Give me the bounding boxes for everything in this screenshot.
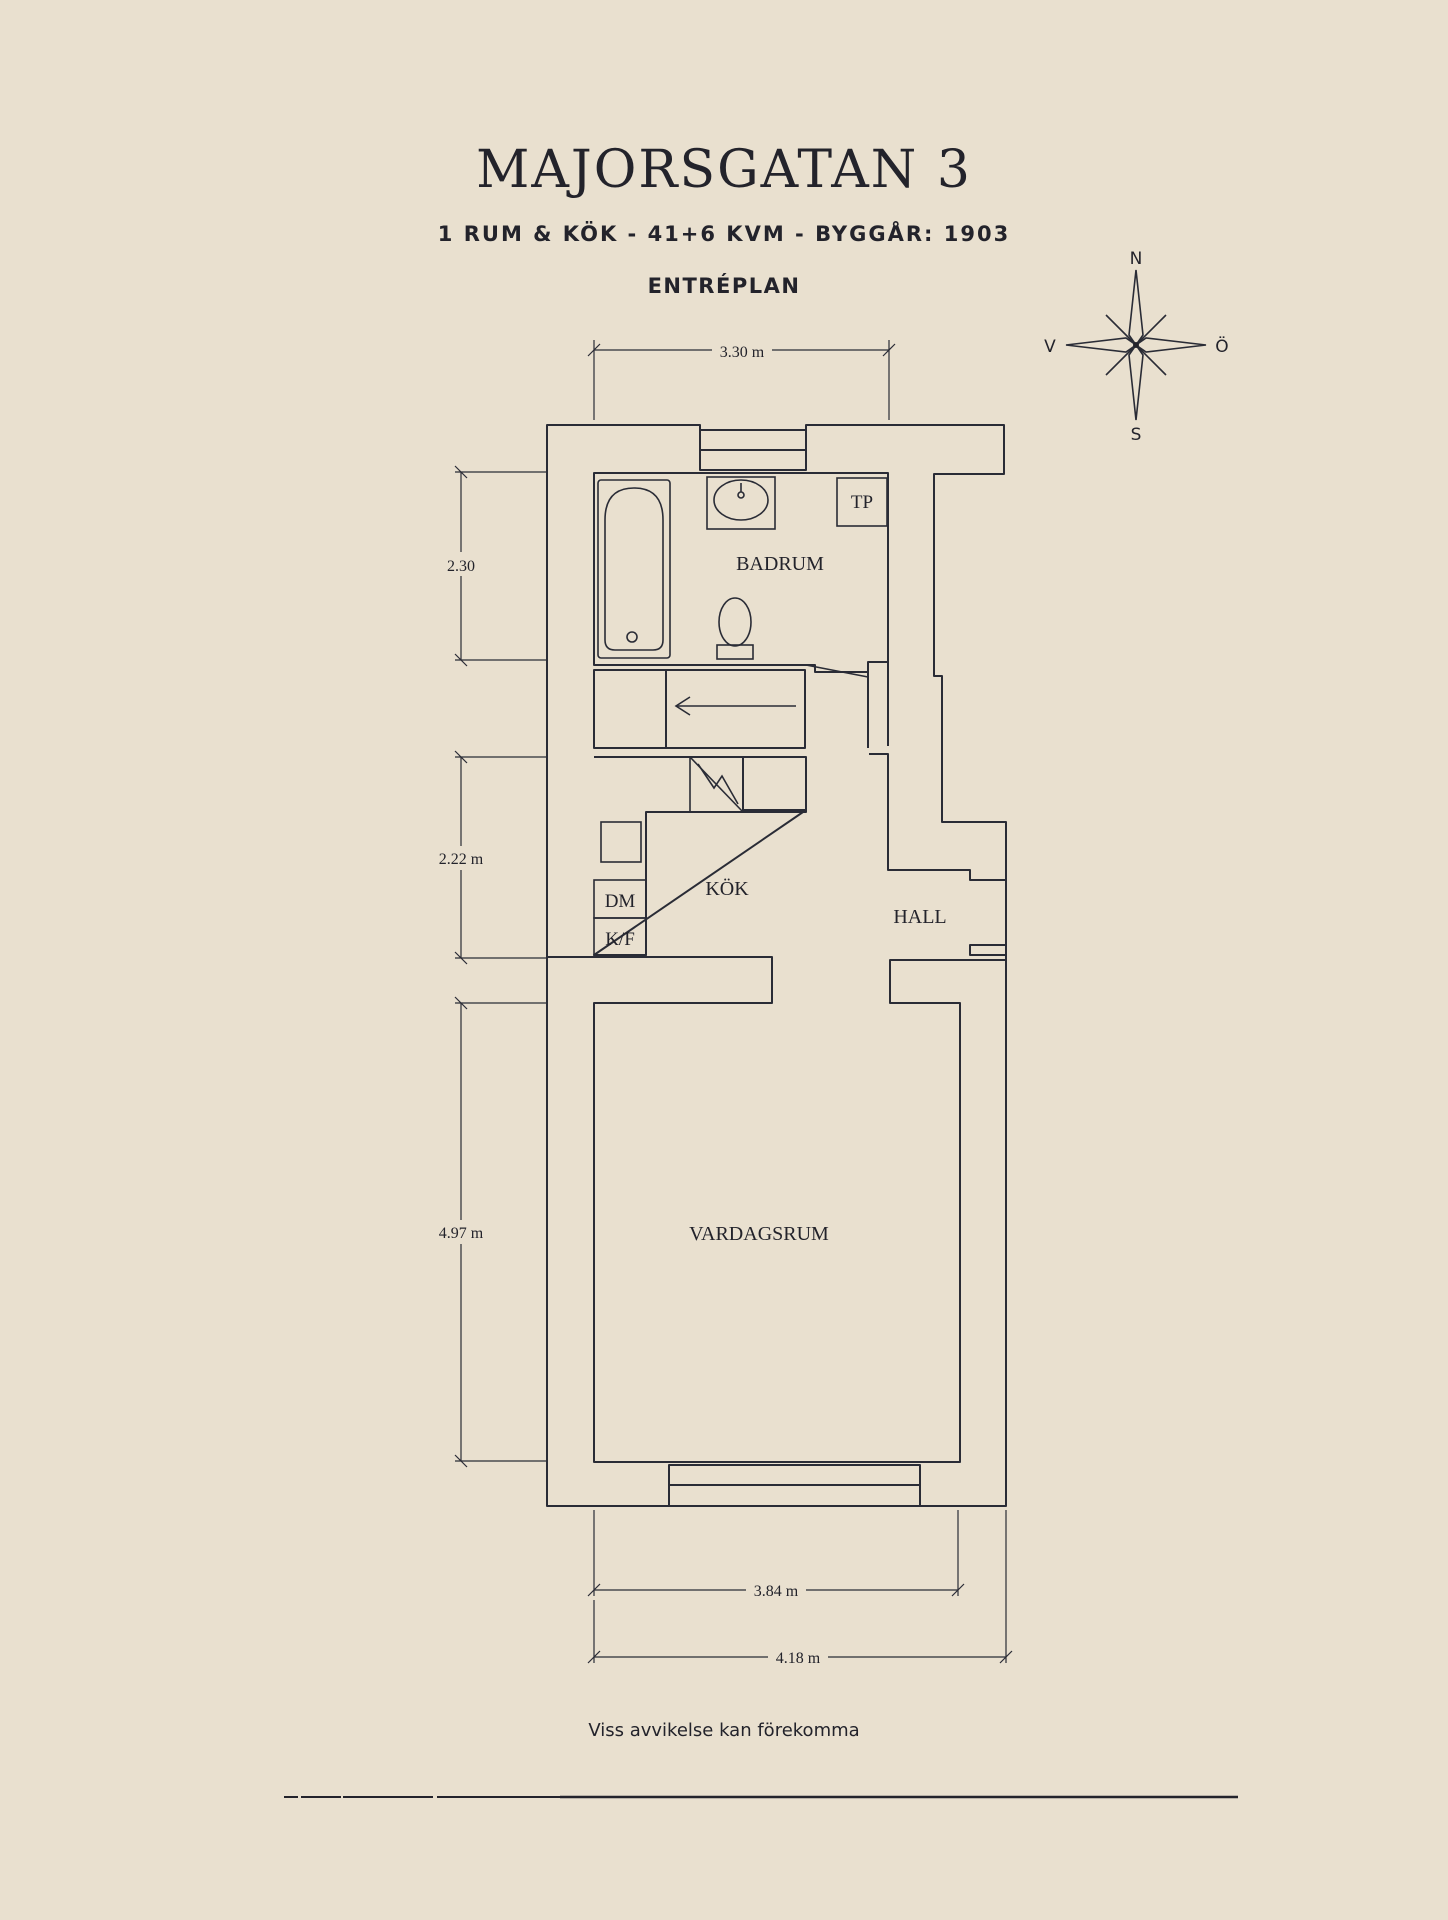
outer-wall — [546, 424, 1007, 1507]
compass-west-label: V — [1044, 337, 1056, 357]
property-summary: 1 RUM & KÖK - 41+6 KVM - BYGGÅR: 1903 — [437, 222, 1011, 246]
kitchen-sink-box — [600, 821, 642, 863]
bottom-window — [668, 1464, 921, 1507]
room-label-living-room: VARDAGSRUM — [689, 1223, 829, 1245]
compass-rose-icon — [1065, 269, 1207, 421]
top-window — [699, 429, 807, 471]
tp-box — [836, 477, 888, 527]
dimension-top-label: 3.30 m — [720, 344, 765, 361]
compass-south-label: S — [1131, 425, 1142, 445]
kf-box — [593, 917, 647, 956]
bathroom-door-swing — [805, 664, 869, 678]
dimension-living-label: 4.97 m — [439, 1225, 484, 1242]
dm-label: DM — [605, 891, 636, 912]
hall-door-notch — [969, 944, 1006, 956]
sink-icon — [706, 476, 776, 530]
bathtub-icon — [597, 479, 671, 659]
dimension-bathroom-label: 2.30 — [447, 558, 475, 575]
hall-wall — [869, 753, 1006, 881]
floor-level-label: ENTRÉPLAN — [647, 274, 801, 298]
compass-north-label: N — [1130, 249, 1143, 269]
compass-east-label: Ö — [1215, 335, 1228, 357]
room-label-kitchen: KÖK — [705, 877, 749, 900]
closet-wall — [593, 669, 806, 749]
partition-wall — [547, 956, 1006, 1463]
stove-icon — [689, 756, 744, 813]
page-title: MAJORSGATAN 3 — [476, 140, 972, 200]
room-label-bathroom: BADRUM — [736, 553, 824, 575]
dimension-outer-width-label: 4.18 m — [776, 1650, 821, 1667]
toilet-icon — [716, 597, 754, 660]
dimension-inner-width-label: 3.84 m — [754, 1583, 799, 1600]
dimension-kitchen-label: 2.22 m — [439, 851, 484, 868]
kitchen-counter — [593, 756, 807, 956]
room-label-hall: HALL — [893, 906, 946, 928]
kf-label: K/F — [605, 929, 635, 950]
arrow-left-icon — [674, 696, 796, 716]
tp-label: TP — [851, 492, 873, 513]
disclaimer-text: Viss avvikelse kan förekomma — [588, 1720, 860, 1741]
